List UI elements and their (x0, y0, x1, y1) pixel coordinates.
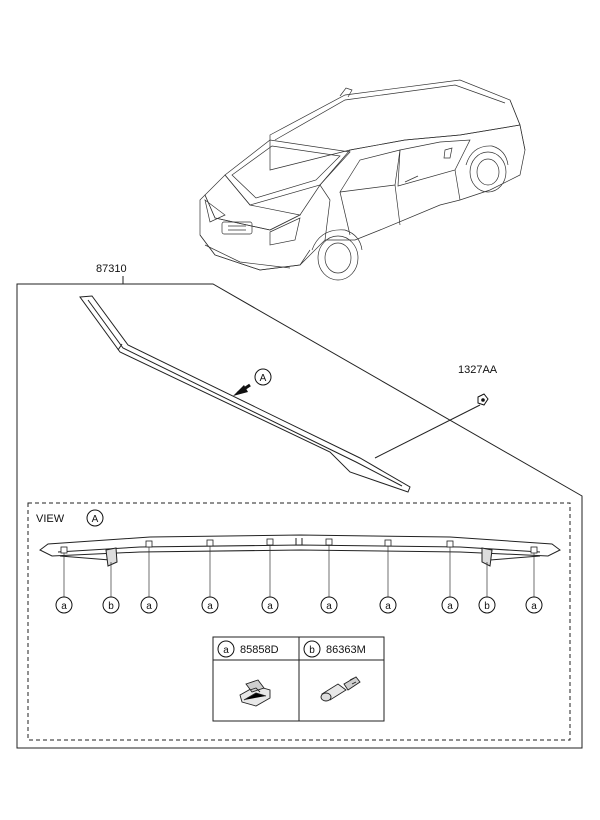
garnish-strip (79, 295, 411, 493)
callout-letter: a (267, 601, 273, 612)
callout-circle (55, 596, 73, 614)
view-letter-circle (86, 509, 104, 527)
legend-table: a 85858D b 86363M (212, 636, 385, 722)
callout-circle (478, 596, 496, 614)
callout-circle (320, 596, 338, 614)
garnish-strip-view-a (39, 534, 561, 567)
legend-a-part-number: 85858D (240, 644, 279, 656)
callout-letter: a (531, 601, 537, 612)
legend-a-letter: a (223, 645, 229, 656)
nut-icon (477, 393, 489, 406)
callout-letter: a (207, 601, 213, 612)
callout-letter: b (484, 601, 490, 612)
callout-letter: a (61, 601, 67, 612)
callout-letter: b (108, 601, 114, 612)
legend-a-circle (217, 640, 235, 658)
view-a-box (27, 502, 571, 741)
clip-markers (60, 538, 538, 554)
callout-circle (441, 596, 459, 614)
view-label: VIEW (36, 513, 65, 525)
callout-letter: a (326, 601, 332, 612)
clip-b-icon (320, 676, 361, 702)
callout-leaders (63, 545, 535, 597)
legend-b-circle (303, 640, 321, 658)
legend-b-letter: b (309, 645, 315, 656)
leader-1327AA (374, 404, 481, 459)
callout-circle (261, 596, 279, 614)
view-a-marker (254, 368, 272, 386)
diagram-frame (16, 283, 583, 749)
callout-letter: a (146, 601, 152, 612)
callout-circle (379, 596, 397, 614)
callout-circle (201, 596, 219, 614)
legend-b-part-number: 86363M (326, 644, 366, 656)
callout-circle (140, 596, 158, 614)
view-a-arrow: A (233, 368, 272, 396)
car-illustration (199, 79, 526, 281)
part-number-87310: 87310 (96, 263, 127, 275)
callout-circle (102, 596, 120, 614)
callout-letter: a (385, 601, 391, 612)
view-letter: A (92, 514, 99, 525)
callout-letter: a (447, 601, 453, 612)
callout-circle (525, 596, 543, 614)
view-a-marker-letter: A (260, 373, 267, 384)
clip-a-icon (239, 679, 271, 707)
part-number-1327AA: 1327AA (458, 364, 498, 376)
